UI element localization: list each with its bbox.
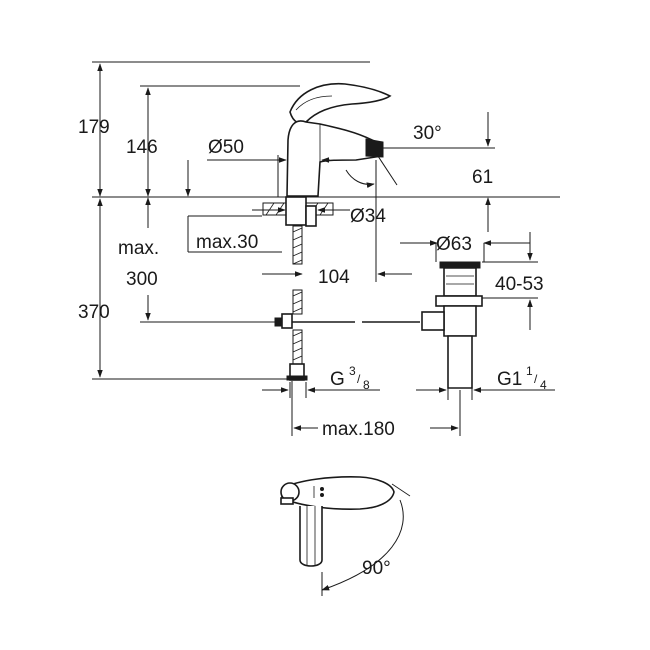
label-hose-length-value: 300 (126, 269, 158, 290)
label-below-deck: 370 (78, 302, 110, 323)
dim-body-diameter (207, 155, 330, 197)
label-waste-thread-den: 4 (540, 378, 547, 392)
dim-deck-thickness (187, 215, 282, 253)
label-inlet-thread-den: 8 (363, 378, 370, 392)
dim-rod-max (291, 381, 461, 436)
label-waste-thread-prefix: G1 (497, 369, 522, 390)
dim-inlet-thread (262, 382, 380, 398)
label-spout-height: 146 (126, 137, 158, 158)
dim-spout-height (140, 85, 300, 197)
faucet-top-view (280, 476, 411, 596)
label-spout-reach: 104 (318, 267, 350, 288)
label-total-height: 179 (78, 117, 110, 138)
dim-waste-diameter (400, 240, 530, 262)
lever-handle (289, 82, 392, 125)
faucet-body (286, 120, 383, 197)
label-inlet-thread-prefix: G (330, 369, 345, 390)
deck-mount (262, 196, 334, 227)
dim-total-height (92, 61, 370, 197)
label-waste-thread-slash: / (534, 372, 538, 386)
label-rotation-angle: 90° (362, 558, 391, 579)
label-lever-angle: 30° (413, 123, 442, 144)
waste-fitting (421, 261, 483, 389)
label-waste-diameter: Ø63 (436, 234, 472, 255)
label-deck-thickness: max.30 (196, 232, 258, 253)
label-inlet-thread-slash: / (357, 372, 361, 386)
label-waste-range: 40-53 (495, 274, 544, 295)
label-body-diameter: Ø50 (208, 137, 244, 158)
label-inlet-thread-num: 3 (349, 364, 356, 378)
pop-up-rod (274, 313, 420, 329)
dim-spout-clearance (372, 112, 495, 232)
label-hose-length-max: max. (118, 238, 159, 259)
dim-waste-thread (416, 387, 555, 400)
label-hole-diameter: Ø34 (350, 206, 386, 227)
label-waste-thread-num: 1 (526, 364, 533, 378)
supply-hoses (286, 225, 308, 381)
label-rod-max: max.180 (322, 419, 395, 440)
dim-below-deck (92, 198, 300, 380)
label-spout-clearance: 61 (472, 167, 493, 188)
dim-waste-range (482, 232, 538, 330)
dim-spout-reach (262, 160, 412, 282)
faucet-side-view (286, 82, 392, 197)
dim-hose-length (140, 197, 276, 323)
